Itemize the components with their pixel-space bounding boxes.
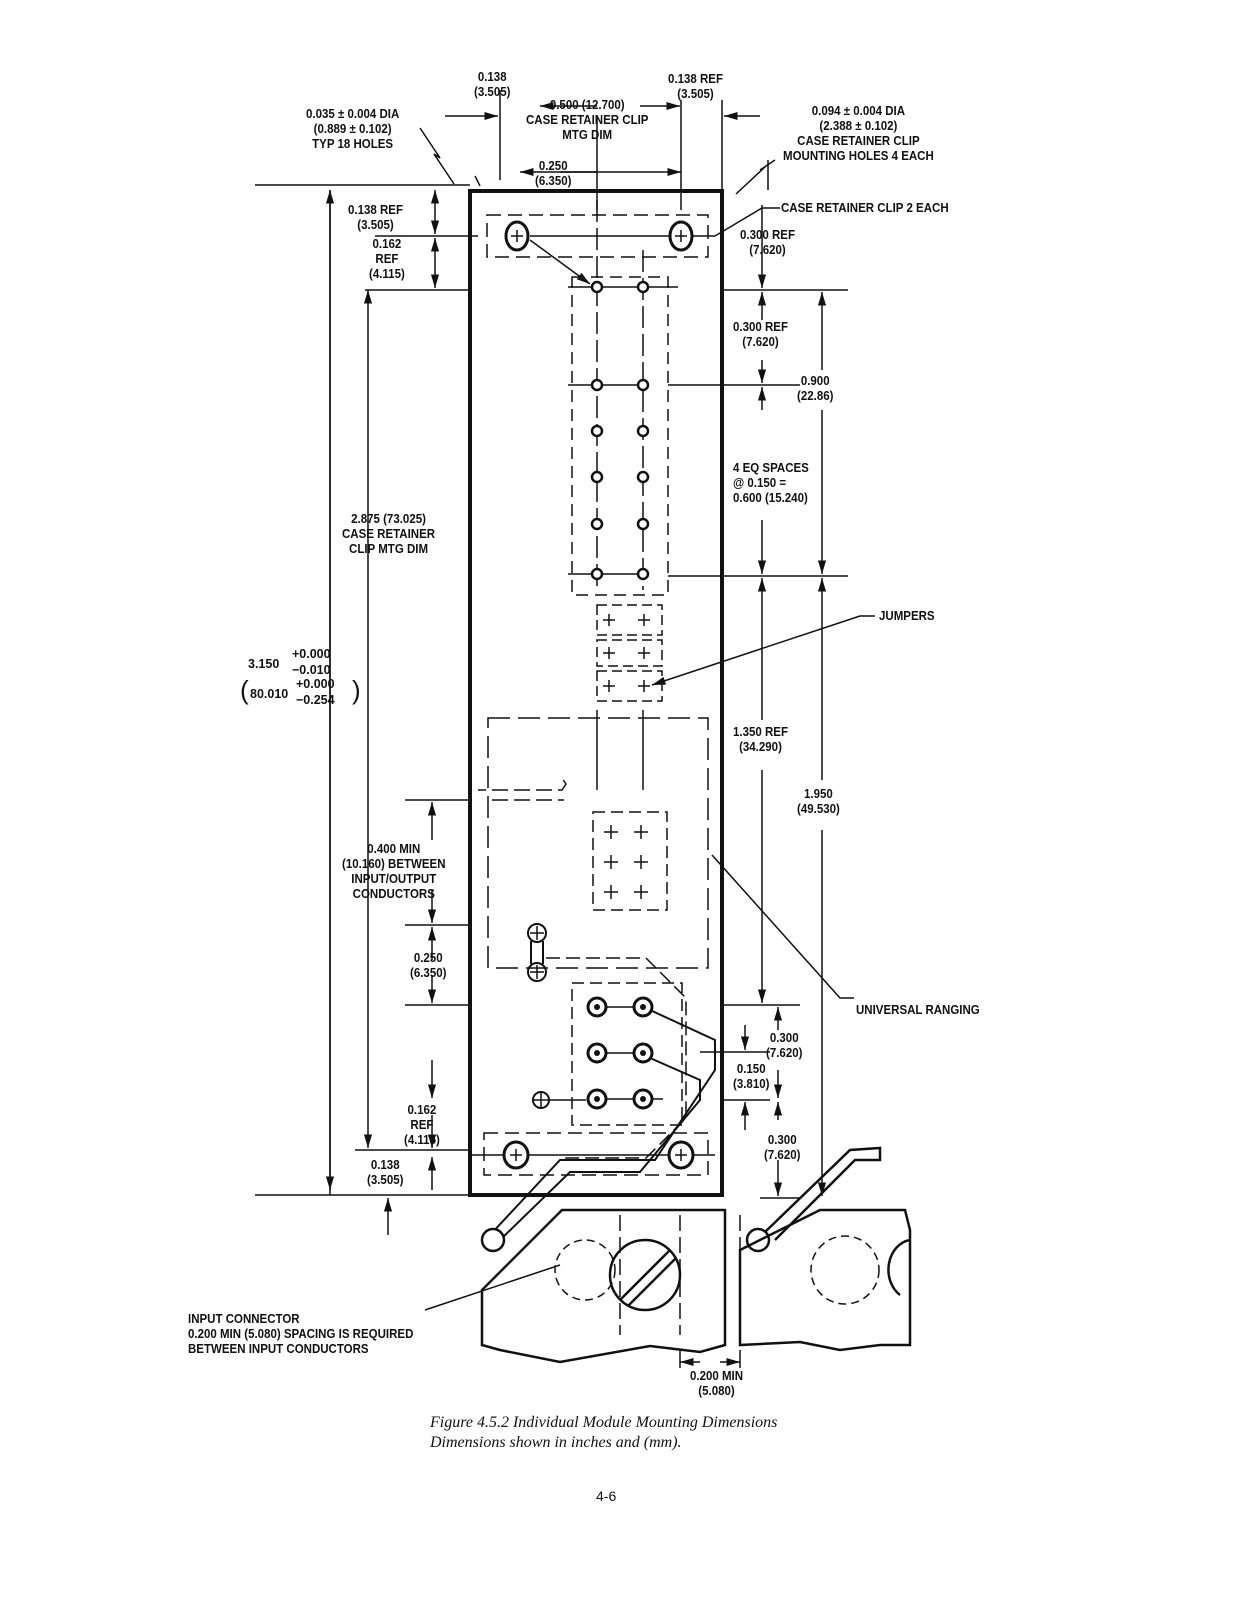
module-outline — [468, 189, 724, 1197]
pin-holes — [590, 280, 650, 581]
overall-tol-minus: −0.010 — [292, 663, 331, 677]
overall-mm-nominal: 80.010 — [250, 687, 289, 701]
dim-left-138-ref: 0.138 REF(3.505) — [348, 203, 403, 232]
caption-line-1: Figure 4.5.2 Individual Module Mounting … — [430, 1414, 778, 1431]
overall-mm-plus: +0.000 — [296, 677, 335, 691]
dim-eq-spaces: 4 EQ SPACES@ 0.150 =0.600 (15.240) — [733, 461, 809, 505]
dim-right-900: 0.900(22.86) — [797, 374, 834, 403]
jumpers — [596, 604, 663, 702]
dim-large-hole-dia: 0.094 ± 0.004 DIA(2.388 ± 0.102)CASE RET… — [783, 104, 934, 163]
dim-top-left-138: 0.138(3.505) — [474, 70, 511, 99]
connector-pin-box — [571, 276, 669, 596]
output-terminals — [489, 923, 716, 1241]
dim-top-right-138: 0.138 REF(3.505) — [668, 72, 723, 101]
dim-bottom-200-min: 0.200 MIN(5.080) — [690, 1369, 744, 1398]
dim-bottom-138: 0.138(3.505) — [367, 1158, 404, 1187]
dim-right-1950: 1.950(49.530) — [797, 787, 840, 816]
universal-ranging-board — [487, 717, 709, 969]
input-connector — [480, 1146, 912, 1364]
overall-mm-minus: −0.254 — [296, 693, 335, 707]
dim-right-300-ref-a: 0.300 REF(7.620) — [740, 228, 795, 257]
overall-tol-plus: +0.000 — [292, 647, 331, 661]
overall-nominal: 3.150 — [248, 657, 280, 671]
page-number: 4-6 — [596, 1488, 617, 1504]
dim-right-300-c: 0.300(7.620) — [766, 1031, 803, 1060]
bottom-retainer-clip — [483, 1132, 709, 1176]
dim-small-hole-dia: 0.035 ± 0.004 DIA(0.889 ± 0.102)TYP 18 H… — [306, 107, 400, 151]
label-universal-ranging: UNIVERSAL RANGING — [856, 1003, 980, 1017]
label-case-retainer-clip: CASE RETAINER CLIP 2 EACH — [781, 201, 949, 215]
dim-overall-height: 3.150 +0.000 −0.010 ( 80.010 +0.000 −0.2… — [240, 647, 361, 707]
dim-right-1350: 1.350 REF(34.290) — [733, 725, 788, 754]
dim-right-300-d: 0.300(7.620) — [764, 1133, 801, 1162]
dim-right-150: 0.150(3.810) — [733, 1062, 770, 1091]
dim-left-250: 0.250(6.350) — [410, 951, 447, 980]
dim-spacing-250-top: 0.250(6.350) — [535, 159, 572, 188]
dim-right-300-ref-b: 0.300 REF(7.620) — [733, 320, 788, 349]
label-jumpers: JUMPERS — [879, 609, 935, 623]
figure-caption: Figure 4.5.2 Individual Module Mounting … — [430, 1413, 777, 1453]
top-clip-holes — [470, 220, 715, 252]
caption-line-2: Dimensions shown in inches and (mm). — [430, 1434, 682, 1451]
